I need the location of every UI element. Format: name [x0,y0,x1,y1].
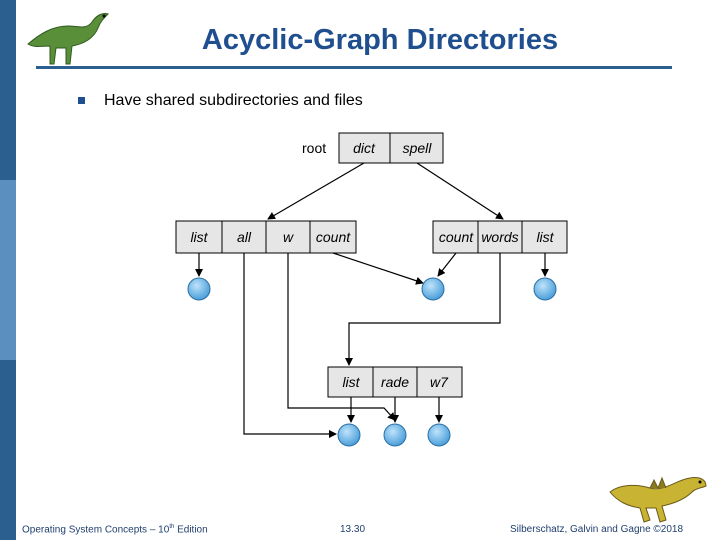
sub-entry-list: list [342,374,360,390]
sub-entry-w7: w7 [430,374,449,390]
footer-book-title: Operating System Concepts – 10th Edition [22,524,208,535]
edge-dict [267,162,365,220]
root-entry-spell: spell [403,140,433,156]
spell-entry-words: words [481,229,518,245]
root-directory: dict spell [338,132,444,164]
dinosaur-logo-bottom [609,476,707,523]
bullet-icon [78,97,85,104]
edge-dict-count [332,252,424,285]
title-divider [36,66,672,69]
footer-book-title-suffix: Edition [174,524,208,536]
dict-entry-count: count [316,229,351,245]
dict-entry-all: all [237,229,252,245]
footer-copyright: Silberschatz, Galvin and Gagne ©2018 [510,524,684,535]
file-node [427,423,451,447]
spell-directory: count words list [432,220,568,254]
edge-spell [416,162,504,220]
footer-book-title-prefix: Operating System Concepts – 10 [22,524,170,536]
file-node [383,423,407,447]
footer-book-title-sup: th [169,524,175,530]
bullet-text: Have shared subdirectories and files [104,92,363,109]
file-nodes [187,277,557,447]
edge-spell-count [437,252,457,277]
graph-edges [195,162,549,438]
edge-dict-w [287,253,396,421]
edge-dict-all [243,253,337,438]
dict-directory: list all w count [175,220,357,254]
edge-spell-words [345,253,501,366]
shared-subdirectory: list rade w7 [327,366,463,398]
page-title: Acyclic-Graph Directories [201,24,559,56]
dinosaur-logo-top [27,13,109,65]
dict-entry-list: list [190,229,208,245]
spell-entry-count: count [439,229,474,245]
file-node [337,423,361,447]
root-label: root [302,140,326,156]
footer-page-number: 13.30 [340,524,366,535]
file-node [533,277,557,301]
dict-entry-w: w [283,229,294,245]
sub-entry-rade: rade [381,374,409,390]
left-accent-bar [0,0,16,540]
spell-entry-list: list [536,229,554,245]
left-accent-highlight [0,180,16,360]
file-node-shared [421,277,445,301]
root-entry-dict: dict [353,140,376,156]
file-node [187,277,211,301]
